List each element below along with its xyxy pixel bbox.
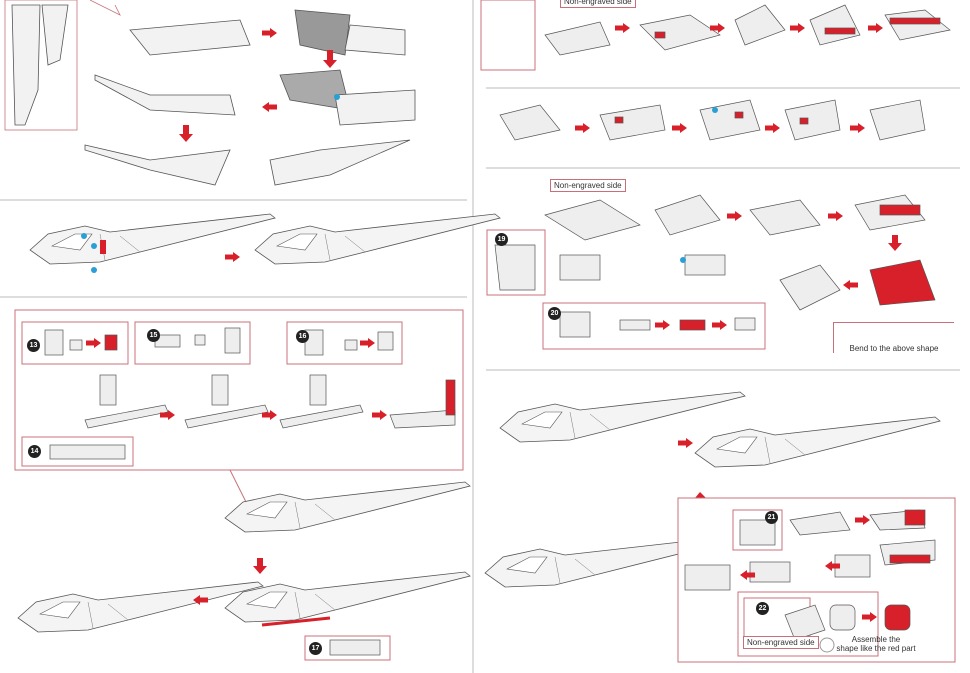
arrow-right-icon	[262, 28, 277, 38]
arrow-down-icon	[888, 235, 902, 251]
step-badge: 21	[765, 511, 778, 524]
arrow-down-icon	[323, 50, 337, 68]
arrow-right-icon	[615, 23, 630, 33]
arrow-right-icon	[678, 438, 693, 448]
arrow-down-icon	[253, 558, 267, 574]
arrow-left-icon	[843, 280, 858, 290]
step-badge: 17	[309, 642, 322, 655]
arrow-right-icon	[765, 123, 780, 133]
step-badge: 13	[27, 339, 40, 352]
step-badge: 22	[756, 602, 769, 615]
arrow-right-icon	[828, 211, 843, 221]
step-badge: 15	[147, 329, 160, 342]
arrow-right-icon	[575, 123, 590, 133]
bend-note-box: Bend to the above shape	[833, 322, 954, 353]
helicopter-assembled	[694, 416, 941, 468]
assemble-note-line: Assemble the	[851, 635, 901, 644]
arrow-right-icon	[790, 23, 805, 33]
arrow-down-icon	[179, 125, 193, 142]
step-badge: 14	[28, 445, 41, 458]
arrow-right-icon	[225, 252, 240, 262]
helicopter-fuselage	[254, 213, 501, 265]
arrow-right-icon	[727, 211, 742, 221]
helicopter-assembled	[224, 571, 471, 623]
non-engraved-label: Non-engraved side	[550, 179, 626, 192]
arrow-right-icon	[850, 123, 865, 133]
non-engraved-label: Non-engraved side	[560, 0, 636, 8]
assemble-note: Assemble the shape like the red part	[836, 635, 916, 653]
helicopter-assembled	[499, 391, 746, 443]
steps-13-16-panel	[14, 309, 464, 471]
assemble-note-line: shape like the red part	[836, 644, 916, 653]
step-badge: 16	[296, 330, 309, 343]
tail-parts-section	[4, 0, 416, 186]
arrow-right-icon	[672, 123, 687, 133]
non-engraved-label: Non-engraved side	[743, 636, 819, 649]
step-badge: 20	[548, 307, 561, 320]
step-badge: 19	[495, 233, 508, 246]
arrow-left-icon	[262, 102, 277, 112]
bend-note: Bend to the above shape	[849, 344, 939, 353]
arrow-right-icon	[868, 23, 883, 33]
arrow-right-icon	[372, 410, 387, 420]
helicopter-assembled	[224, 481, 471, 533]
